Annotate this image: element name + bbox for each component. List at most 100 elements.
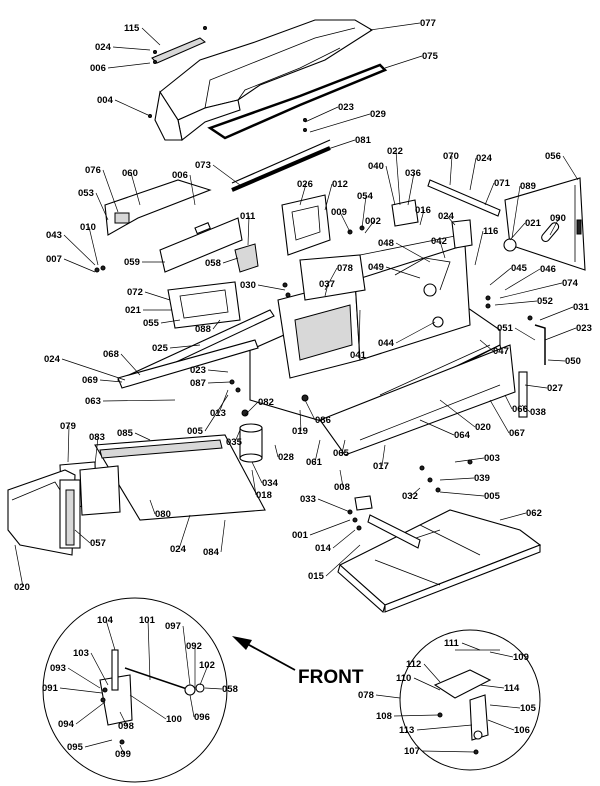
part-callout-label: 078 (337, 263, 353, 274)
leader-line (419, 209, 425, 226)
leader-line (416, 724, 473, 731)
part-callout-label: 024 (438, 211, 455, 222)
leader-line (169, 344, 201, 349)
part-callout-label: 109 (513, 652, 529, 663)
leader-line (324, 283, 329, 297)
leader-line (129, 694, 167, 720)
leader-line (446, 215, 456, 226)
leader-line (309, 113, 371, 133)
fasteners (94, 26, 533, 755)
part-callout-label: 036 (405, 168, 421, 179)
part-callout-label: 015 (308, 571, 325, 582)
part-callout-label: 001 (292, 530, 309, 541)
leader-line (61, 358, 126, 381)
leader-line (487, 719, 515, 731)
part-callout-label: 075 (422, 51, 439, 62)
part-callout-label: 048 (378, 238, 394, 249)
leader-line (369, 22, 421, 31)
leader-line (134, 432, 151, 441)
part-089-ring (503, 238, 517, 252)
detail-circle-right (399, 629, 541, 771)
part-callout-label: 071 (494, 178, 511, 189)
leader-line (395, 242, 431, 263)
leader-line (274, 444, 279, 458)
leader-line (521, 404, 531, 413)
leader-line (504, 394, 513, 410)
leader-line (102, 399, 176, 402)
part-callout-label: 084 (203, 547, 220, 558)
leader-line (339, 211, 351, 233)
part-callout-label: 028 (278, 452, 294, 463)
part-callout-label: 077 (420, 18, 436, 29)
leader-line (384, 55, 423, 69)
leader-line (324, 139, 356, 151)
part-callout-label: 055 (143, 318, 160, 329)
part-callout-label: 053 (78, 188, 94, 199)
leader-line (324, 267, 338, 291)
part-011-bracket (234, 243, 259, 273)
part-callout-label: 024 (476, 153, 493, 164)
leader-line (375, 694, 401, 699)
part-callout-label: 086 (315, 415, 331, 426)
part-callout-label: 011 (240, 211, 256, 222)
leader-line (423, 663, 441, 683)
part-callout-label: 082 (258, 397, 274, 408)
leader-line (63, 258, 96, 273)
leader-line (99, 379, 123, 383)
part-callout-label: 111 (444, 638, 460, 649)
leader-line (207, 381, 231, 384)
leader-line (14, 544, 24, 588)
part-callout-label: 024 (44, 354, 61, 365)
part-callout-label: 100 (166, 714, 182, 725)
part-callout-label: 097 (165, 621, 181, 632)
leader-line (393, 714, 439, 717)
part-callout-label: 085 (117, 428, 134, 439)
leader-line (75, 701, 106, 725)
part-callout-label: 102 (199, 660, 215, 671)
leader-line (489, 267, 512, 286)
leader-line (547, 359, 566, 362)
part-callout-label: 076 (85, 165, 101, 176)
part-callout-label: 091 (42, 683, 59, 694)
leader-line (395, 150, 401, 206)
part-069-angle (117, 339, 259, 389)
part-callout-label: 021 (525, 218, 542, 229)
part-callout-label: 116 (483, 226, 498, 237)
leader-line (309, 519, 351, 536)
part-062-tray (337, 509, 542, 613)
part-callout-label: 005 (484, 491, 501, 502)
leader-line (160, 319, 181, 324)
leader-line (413, 677, 441, 691)
part-075-gasket (207, 63, 388, 140)
part-callout-label: 049 (368, 262, 384, 273)
part-callout-label: 002 (365, 216, 381, 227)
part-callout-label: 104 (97, 615, 114, 626)
part-callout-label: 063 (85, 396, 101, 407)
leader-line (324, 183, 333, 211)
leader-line (257, 284, 286, 291)
leader-line (102, 169, 119, 213)
leader-line (220, 519, 226, 553)
leader-line (489, 399, 510, 434)
leader-line (178, 514, 191, 550)
part-080-shield (94, 434, 266, 521)
leader-line (149, 499, 156, 515)
part-callout-label: 106 (514, 725, 530, 736)
part-top-cover (154, 19, 374, 141)
part-callout-label: 089 (520, 181, 536, 192)
leader-line (325, 544, 361, 577)
part-callout-label: 081 (355, 135, 372, 146)
part-callout-label: 007 (46, 254, 62, 265)
part-callout-label: 107 (404, 746, 420, 757)
leader-line (449, 155, 453, 186)
leader-line (439, 491, 485, 497)
part-callout-label: 025 (152, 343, 169, 354)
part-038-post (518, 371, 528, 418)
leader-line (95, 192, 109, 221)
part-callout-label: 035 (226, 437, 243, 448)
leader-line (484, 182, 495, 206)
leader-line (114, 99, 149, 116)
leader-line (63, 234, 96, 266)
part-callout-label: 078 (358, 690, 374, 701)
